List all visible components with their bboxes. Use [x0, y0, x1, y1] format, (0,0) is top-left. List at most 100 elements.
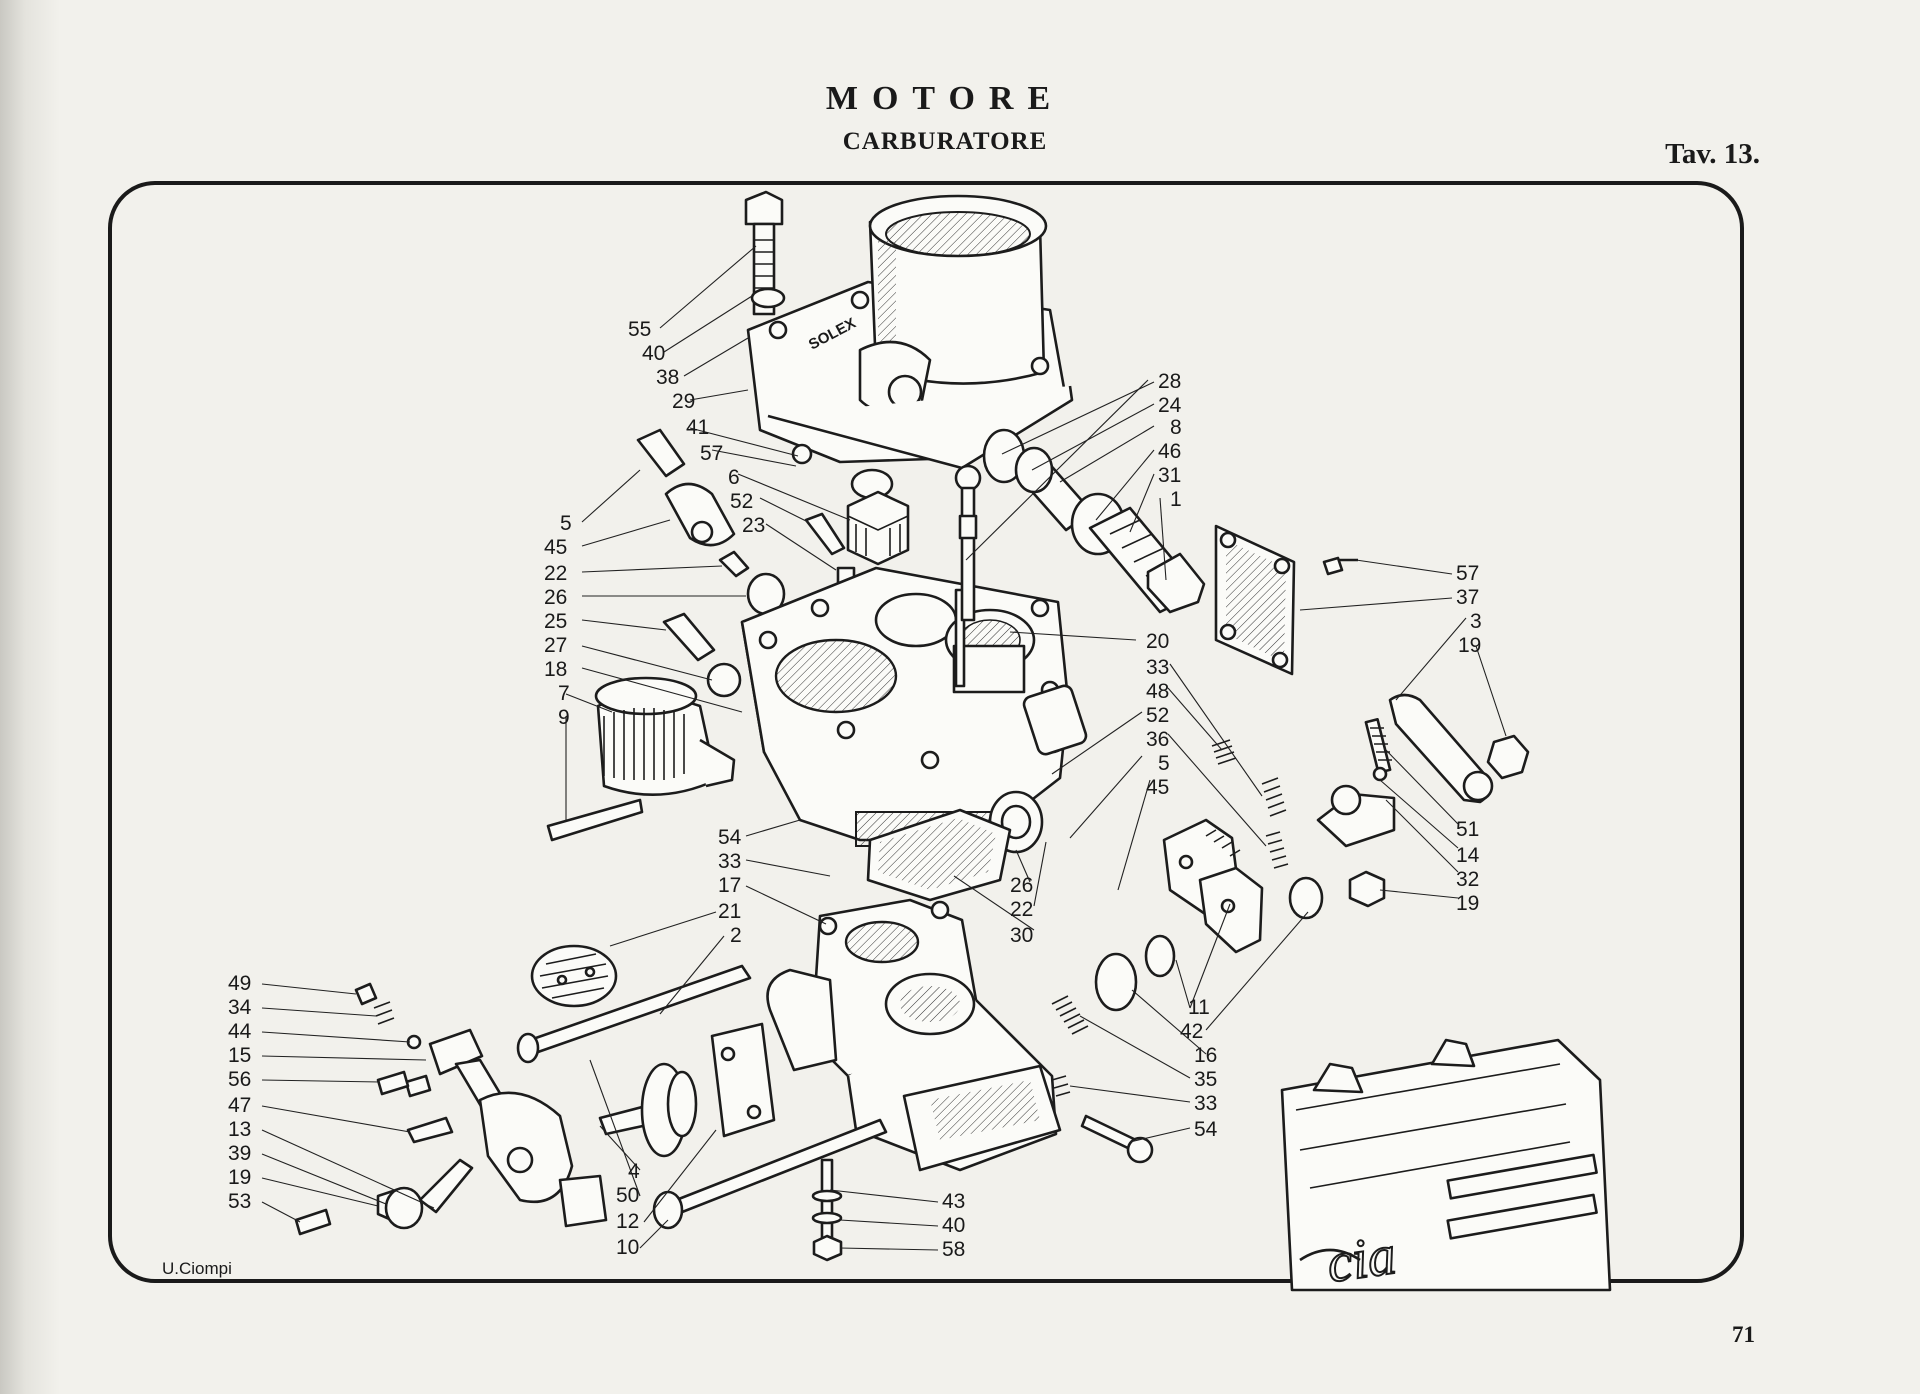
- page-number: 71: [1732, 1322, 1755, 1347]
- float-icon: [546, 676, 736, 842]
- callout-40b: 40: [942, 1214, 965, 1237]
- callout-51: 51: [1456, 818, 1479, 841]
- callout-45: 45: [544, 536, 567, 559]
- subsection-title: CARBURATORE: [842, 128, 1048, 155]
- accelerator-pump-icon: [598, 1022, 776, 1158]
- callout-52: 52: [730, 490, 753, 513]
- callout-50: 50: [616, 1184, 639, 1207]
- callout-19a: 19: [1458, 634, 1481, 657]
- callout-5b: 5: [1158, 752, 1170, 775]
- callout-22: 22: [544, 562, 567, 585]
- callout-41: 41: [686, 416, 709, 439]
- callout-5: 5: [560, 512, 572, 535]
- needle-valve-icon: [804, 490, 910, 588]
- callout-8: 8: [1170, 416, 1182, 439]
- callout-33c: 33: [1194, 1092, 1217, 1115]
- carburetor-main-body-icon: [740, 566, 1070, 854]
- callout-25: 25: [544, 610, 567, 633]
- artist-signature: U.Ciompi: [162, 1259, 232, 1278]
- callout-32: 32: [1456, 868, 1479, 891]
- callout-55: 55: [628, 318, 651, 341]
- callout-37: 37: [1456, 586, 1479, 609]
- callout-53: 53: [228, 1190, 251, 1213]
- callout-13: 13: [228, 1118, 251, 1141]
- callout-26: 26: [544, 586, 567, 609]
- callout-20: 20: [1146, 630, 1169, 653]
- part-illustrations: SOLEX: [294, 190, 1612, 1296]
- callout-43: 43: [942, 1190, 965, 1213]
- callout-42: 42: [1180, 1020, 1203, 1043]
- accelerator-lever-icon: [1316, 766, 1396, 848]
- callout-11: 11: [1188, 996, 1210, 1019]
- throttle-shaft-icon: [516, 964, 888, 1230]
- callout-19b: 19: [1456, 892, 1479, 915]
- diagram-frame: [108, 181, 1744, 1283]
- callout-57: 57: [700, 442, 723, 465]
- callout-3: 3: [1470, 610, 1482, 633]
- plate-number: Tav. 13.: [1665, 138, 1760, 170]
- callout-58: 58: [942, 1238, 965, 1261]
- callout-28: 28: [1158, 370, 1181, 393]
- callout-labels: 55 40 38 29 41 57 6 52 23 5 45 22 26 25 …: [228, 318, 1482, 1261]
- cam-plate-icon: [1162, 818, 1264, 954]
- callout-40: 40: [642, 342, 665, 365]
- callout-6: 6: [728, 466, 740, 489]
- callout-12: 12: [616, 1210, 639, 1233]
- callout-1: 1: [1170, 488, 1182, 511]
- cover-plate-icon: [1214, 524, 1296, 676]
- throttle-lever-right-icon: [1364, 693, 1530, 804]
- callout-15: 15: [228, 1044, 251, 1067]
- callout-44: 44: [228, 1020, 252, 1043]
- callout-29: 29: [672, 390, 695, 413]
- callout-19c: 19: [228, 1166, 251, 1189]
- callout-24: 24: [1158, 394, 1182, 417]
- callout-36: 36: [1146, 728, 1169, 751]
- jet-cluster-icon: [636, 428, 786, 698]
- air-horn-cover-icon: SOLEX: [746, 194, 1074, 470]
- callout-49: 49: [228, 972, 251, 995]
- callout-48: 48: [1146, 680, 1169, 703]
- fuel-inlet-fitting-icon: [1014, 446, 1206, 614]
- callout-10: 10: [616, 1236, 639, 1259]
- callout-46: 46: [1158, 440, 1181, 463]
- callout-23: 23: [742, 514, 765, 537]
- callout-57b: 57: [1456, 562, 1479, 585]
- callout-14: 14: [1456, 844, 1480, 867]
- callout-39: 39: [228, 1142, 251, 1165]
- callout-2: 2: [730, 924, 742, 947]
- callout-31: 31: [1158, 464, 1181, 487]
- emulsion-tube-icon: [954, 464, 982, 622]
- callout-7: 7: [558, 682, 570, 705]
- callout-22b: 22: [1010, 898, 1033, 921]
- engine-block-fragment-icon: cia: [1280, 1038, 1612, 1296]
- mixture-screw-icon: [1051, 934, 1176, 1164]
- page-gutter-shadow: [0, 0, 60, 1394]
- callout-33a: 33: [1146, 656, 1169, 679]
- callout-35: 35: [1194, 1068, 1217, 1091]
- callout-17: 17: [718, 874, 741, 897]
- callout-18: 18: [544, 658, 567, 681]
- springs-right-icon: [1211, 739, 1289, 869]
- callout-47: 47: [228, 1094, 251, 1117]
- callout-30: 30: [1010, 924, 1033, 947]
- callout-56: 56: [228, 1068, 251, 1091]
- callout-26b: 26: [1010, 874, 1033, 897]
- callout-54b: 54: [1194, 1118, 1218, 1141]
- throttle-disc-icon: [530, 944, 618, 1008]
- callout-27: 27: [544, 634, 567, 657]
- callout-54a: 54: [718, 826, 742, 849]
- callout-9: 9: [558, 706, 570, 729]
- leader-lines: [261, 245, 1507, 1251]
- callout-34: 34: [228, 996, 252, 1019]
- callout-45b: 45: [1146, 776, 1169, 799]
- throttle-body-icon: [766, 898, 1062, 1172]
- idle-screw-stack-icon: [811, 1158, 843, 1262]
- callout-21: 21: [718, 900, 741, 923]
- callout-33b: 33: [718, 850, 741, 873]
- callout-4: 4: [628, 1160, 640, 1183]
- callout-52b: 52: [1146, 704, 1169, 727]
- callout-38: 38: [656, 366, 679, 389]
- linkage-lever-left-icon: [294, 982, 608, 1236]
- section-title: MOTORE: [825, 80, 1065, 117]
